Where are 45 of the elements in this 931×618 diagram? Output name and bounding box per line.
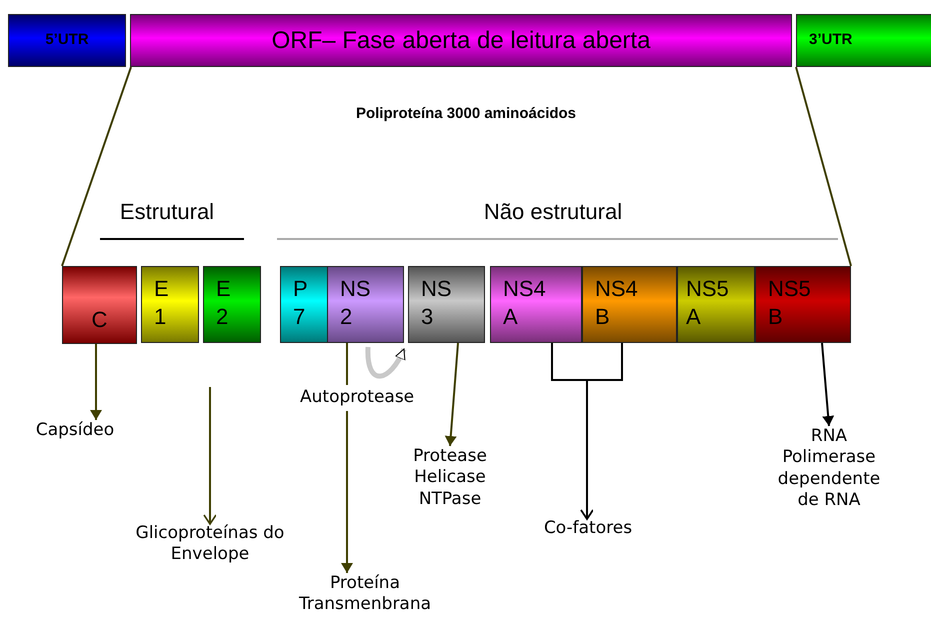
segment-label: NS5 A — [686, 275, 729, 330]
segment-label: NS 2 — [340, 275, 371, 330]
segment-label: E 1 — [154, 275, 169, 330]
connector-line — [61, 66, 132, 266]
edge-label: Autoprotease — [300, 385, 414, 410]
protein-segment — [755, 266, 851, 343]
segment-label: 5’UTR — [45, 31, 89, 50]
orf-box — [130, 14, 792, 67]
connector-line — [795, 66, 852, 266]
function-label: Proteína Transmenbrana — [298, 573, 432, 616]
arrow — [366, 347, 406, 378]
arrow — [580, 343, 623, 520]
arrow — [444, 342, 459, 446]
section-heading: Estrutural — [118, 198, 216, 226]
protein-segment — [203, 266, 261, 343]
arrow — [203, 387, 217, 525]
segment-label: NS5 B — [768, 275, 811, 330]
segment-label: NS4 B — [595, 275, 638, 330]
arrow — [90, 344, 102, 420]
utr-box — [796, 14, 931, 67]
segment-label: ORF– Fase aberta de leitura aberta — [272, 26, 650, 56]
protein-segment — [280, 266, 328, 343]
segment-label: C — [92, 306, 108, 333]
segment-label: P 7 — [293, 275, 308, 330]
protein-segment — [327, 266, 404, 343]
function-label: Glicoproteínas do Envelope — [135, 523, 285, 566]
function-label: Co-fatores — [544, 518, 632, 540]
protein-segment — [490, 266, 582, 343]
subtitle: Poliproteína 3000 aminoácidos — [354, 104, 578, 124]
function-label: Capsídeo — [36, 420, 114, 442]
function-label: RNA Polimerase dependente de RNA — [776, 426, 882, 512]
utr-box — [8, 14, 126, 67]
protein-segment — [62, 266, 137, 344]
segment-label: E 2 — [216, 275, 231, 330]
section-heading: Não estrutural — [482, 198, 624, 226]
segment-label: NS 3 — [421, 275, 452, 330]
protein-segment — [141, 266, 199, 343]
protein-segment — [677, 266, 755, 343]
arrow — [341, 343, 353, 573]
protein-segment — [582, 266, 677, 343]
segment-label: NS4 A — [503, 275, 546, 330]
function-label: Protease Helicase NTPase — [412, 446, 488, 510]
protein-segment — [408, 266, 485, 343]
arrow — [821, 342, 834, 426]
segment-label: 3’UTR — [809, 31, 852, 50]
